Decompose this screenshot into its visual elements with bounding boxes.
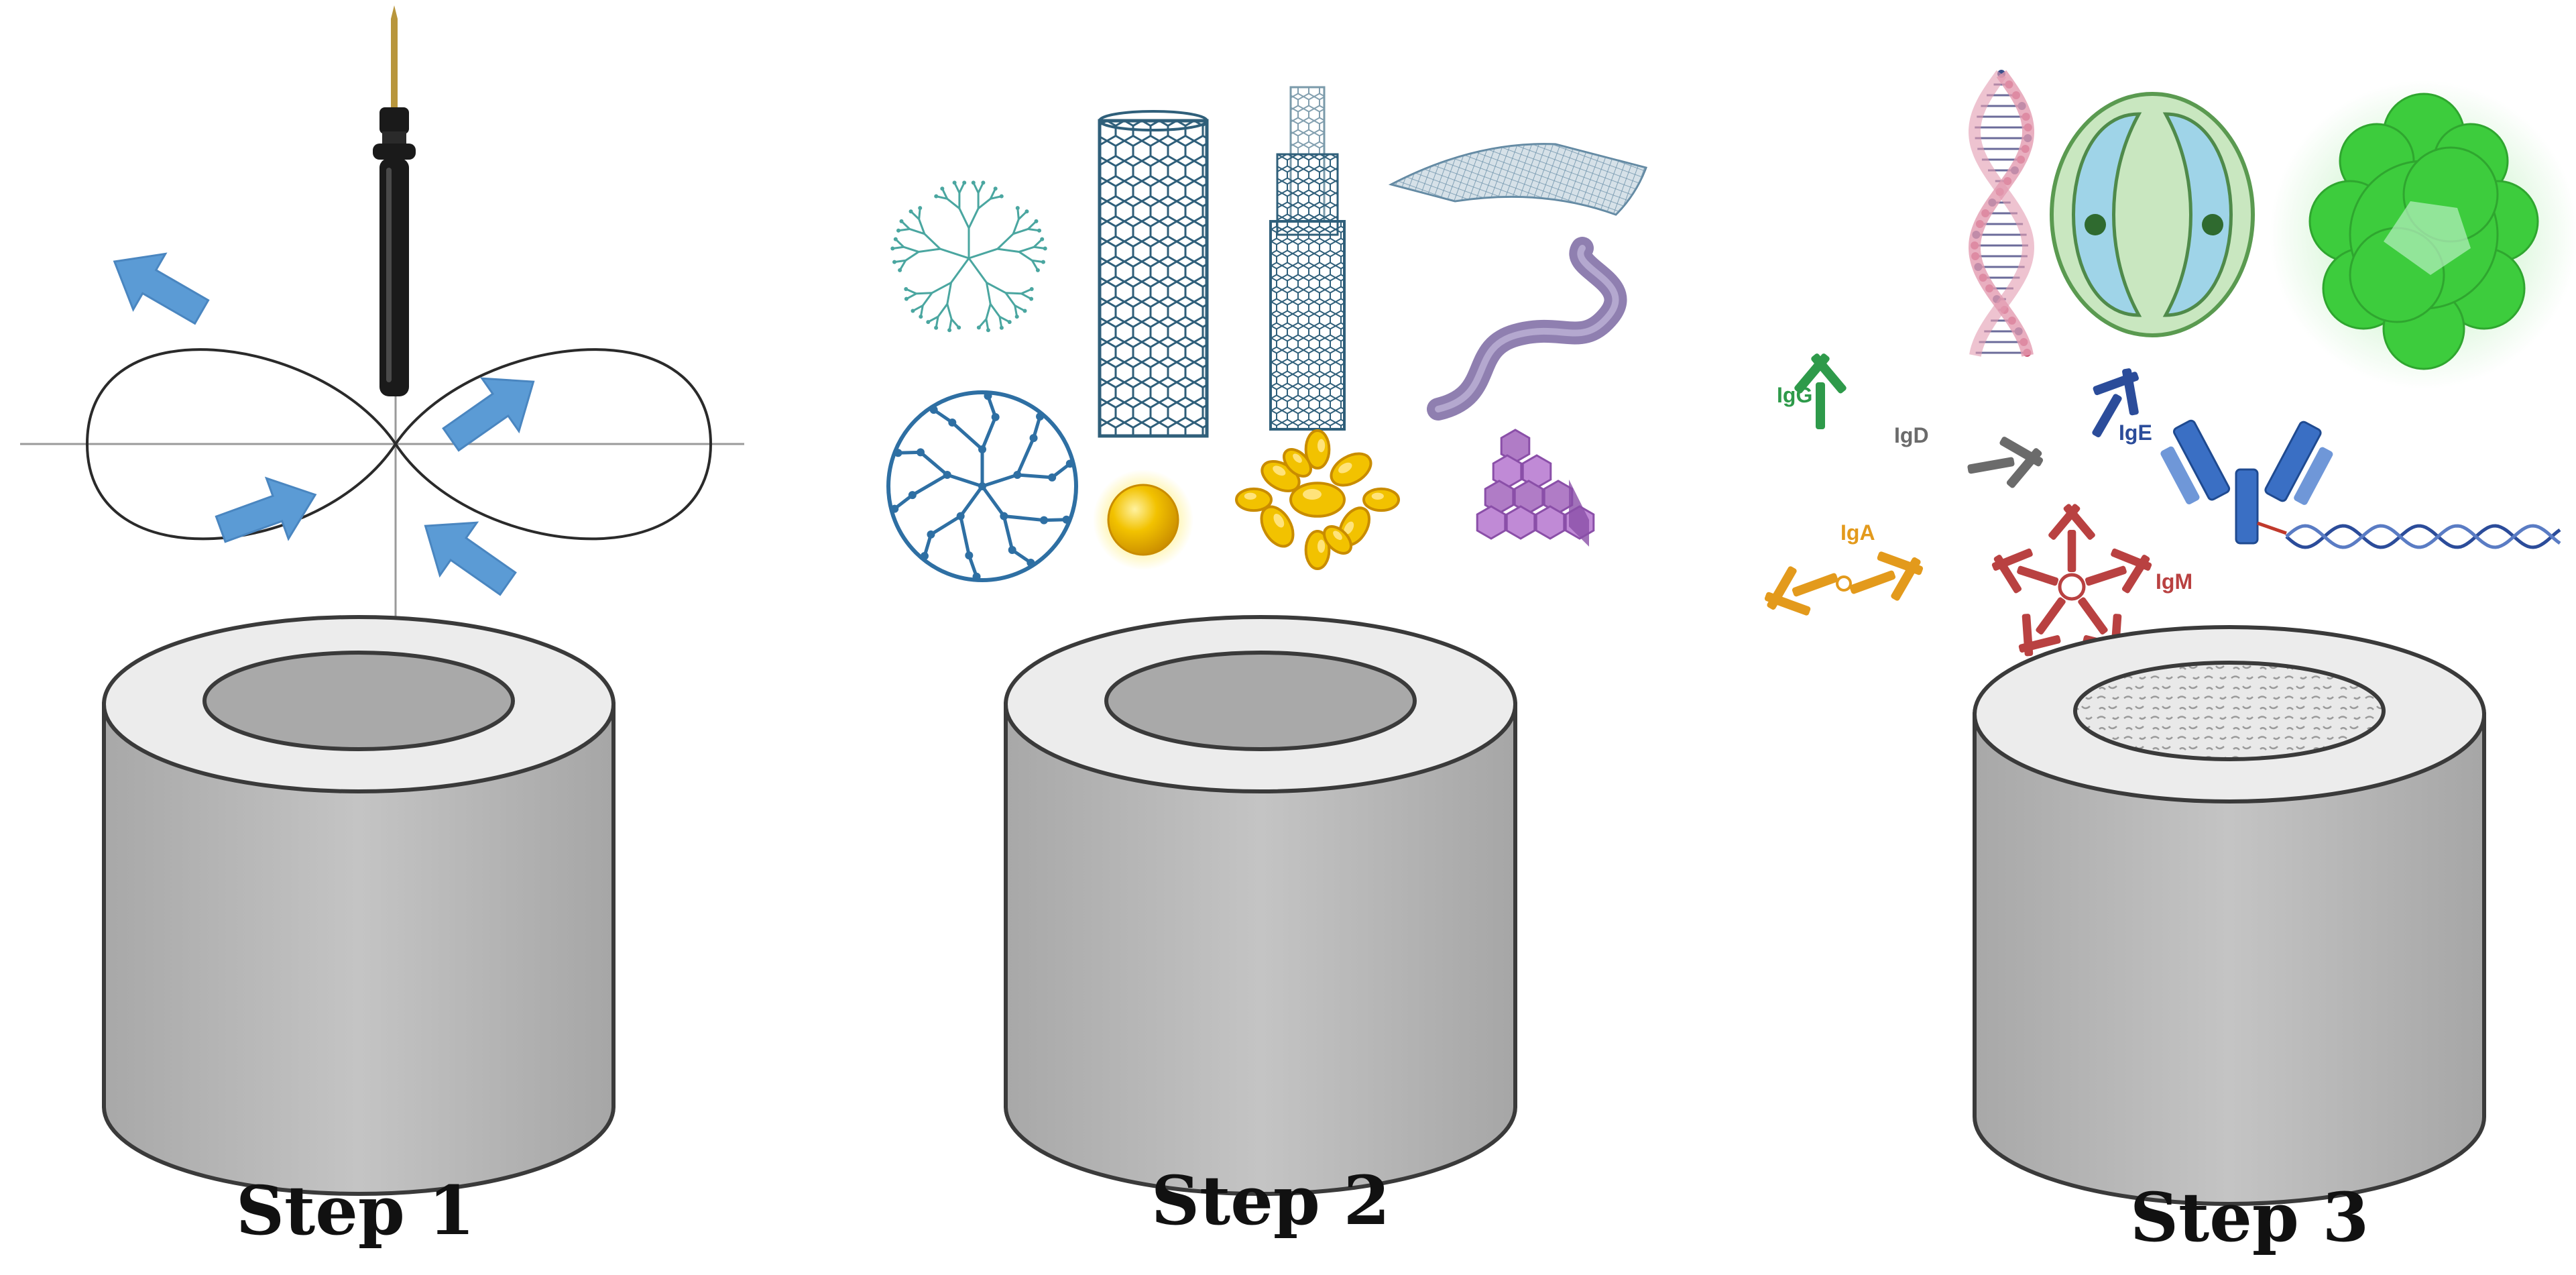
ige-label: IgE bbox=[2119, 421, 2152, 445]
antibody-igm bbox=[1984, 502, 2160, 669]
step-2-panel: Step 2 bbox=[886, 86, 1647, 1240]
carbon-nanotube-icon bbox=[1098, 110, 1209, 438]
protein-icon bbox=[2270, 80, 2576, 389]
igg-label: IgG bbox=[1777, 383, 1812, 407]
dendrimer-icon bbox=[890, 180, 1047, 333]
igd-label: IgD bbox=[1894, 423, 1929, 447]
antibody-iga bbox=[1755, 538, 1932, 629]
electrode-cylinder bbox=[104, 617, 613, 1194]
electrode-icon bbox=[373, 5, 416, 396]
antibody-igd bbox=[1963, 429, 2048, 496]
dna-helix-icon bbox=[1968, 70, 2035, 357]
igm-label: IgM bbox=[2156, 569, 2192, 594]
step-3-panel: IgG IgD IgE IgA IgM bbox=[1755, 70, 2576, 1257]
step-3-label: Step 3 bbox=[2130, 1178, 2369, 1257]
electrode-well bbox=[202, 651, 515, 751]
arrow-icon bbox=[113, 252, 535, 596]
electrode-well-porous bbox=[2073, 661, 2386, 761]
electrode-well bbox=[1104, 651, 1417, 751]
gold-nanoparticle-icon bbox=[1093, 469, 1193, 570]
fullerene-icon bbox=[886, 390, 1078, 582]
pyramid-cluster-icon bbox=[1476, 429, 1595, 547]
antibody-dna-conjugate bbox=[2160, 419, 2561, 549]
step-1-label: Step 1 bbox=[236, 1171, 475, 1250]
step-2-label: Step 2 bbox=[1151, 1161, 1390, 1240]
modified-electrode-cylinder bbox=[1975, 627, 2484, 1204]
electrode-cylinder bbox=[1006, 617, 1515, 1194]
multiwall-nanotube-icon bbox=[1269, 86, 1346, 431]
polymer-chain-highlight bbox=[1435, 245, 1619, 412]
chloroplast-icon bbox=[2050, 92, 2255, 337]
gold-nanocluster-icon bbox=[1235, 429, 1400, 570]
graphene-sheet-icon bbox=[1388, 143, 1647, 216]
iga-label: IgA bbox=[1840, 520, 1875, 545]
lemniscate-path bbox=[85, 348, 713, 541]
step-1-panel: Step 1 bbox=[20, 5, 744, 1250]
